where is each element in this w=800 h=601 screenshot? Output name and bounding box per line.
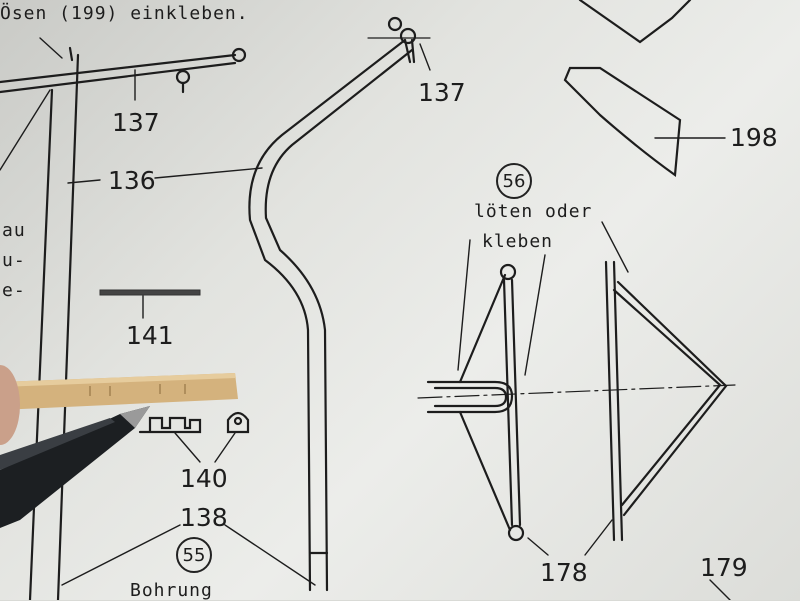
fork-178 — [426, 380, 514, 414]
side-text-u: u- — [2, 250, 26, 271]
eyelet-137-left — [175, 69, 191, 85]
brace-upper — [458, 273, 507, 384]
triangle-178-right — [612, 288, 722, 507]
label-179: 179 — [700, 553, 748, 582]
circle-marker-56: 56 — [496, 163, 532, 199]
label-bohrung: Bohrung — [130, 580, 213, 601]
side-text-e: e- — [2, 280, 26, 301]
label-140: 140 — [180, 464, 228, 493]
circle-marker-55: 55 — [176, 537, 212, 573]
boom-bottom-line — [0, 61, 237, 94]
side-text-au: au — [2, 220, 26, 241]
top-instruction: Ösen (199) einkleben. — [0, 3, 249, 24]
label-138: 138 — [180, 503, 228, 532]
mast-right-edge — [56, 53, 80, 600]
finger — [0, 365, 20, 445]
part-140-strip — [138, 416, 202, 434]
label-198: 198 — [730, 123, 778, 152]
label-137-right: 137 — [418, 78, 466, 107]
mast-left-edge — [28, 88, 54, 600]
boom-eye — [231, 47, 247, 63]
label-141: 141 — [126, 321, 174, 350]
pen — [0, 406, 150, 528]
label-178: 178 — [540, 558, 588, 587]
rail-178-right — [604, 260, 616, 542]
label-kleben: kleben — [482, 231, 554, 252]
part-198 — [563, 66, 682, 178]
label-137-left: 137 — [112, 108, 160, 137]
rail-136-inner — [264, 48, 414, 592]
mast-top-tick — [68, 46, 74, 62]
eyelet-137-right — [399, 27, 417, 45]
part-141 — [99, 289, 201, 296]
label-136: 136 — [108, 166, 156, 195]
brace-lower — [458, 410, 512, 532]
label-loeten-oder: löten oder — [474, 201, 593, 222]
wooden-stick — [0, 373, 238, 410]
boom-top-line — [0, 53, 237, 84]
part-top-right — [578, 0, 692, 44]
rail-136-outer — [248, 38, 407, 592]
part-140-eye — [226, 411, 250, 434]
